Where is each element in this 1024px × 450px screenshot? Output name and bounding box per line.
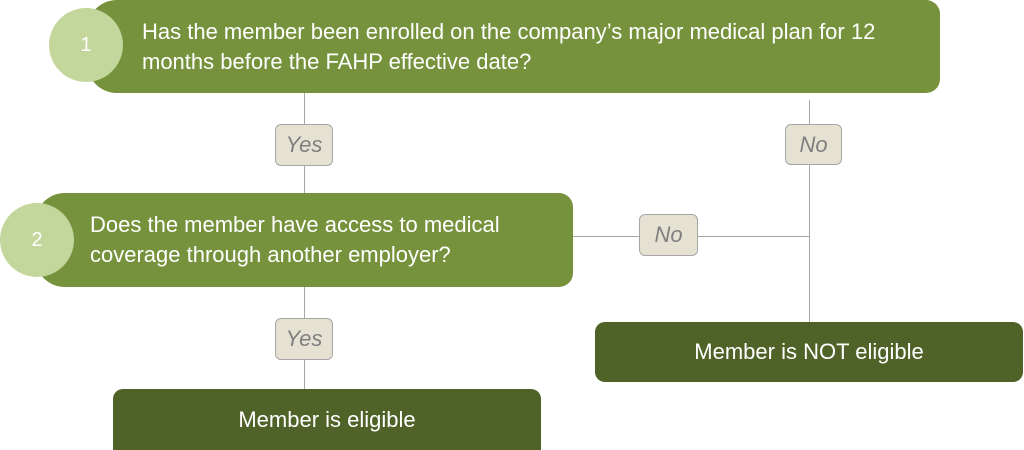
result-eligible: Member is eligible [113, 389, 541, 450]
question-2-text: Does the member have access to medical c… [90, 212, 500, 267]
label-q1-yes: Yes [275, 124, 333, 166]
label-q2-no: No [639, 214, 698, 256]
question-2-box: Does the member have access to medical c… [35, 193, 573, 287]
question-1-number: 1 [49, 8, 123, 82]
label-q2-yes: Yes [275, 318, 333, 360]
question-1-box: Has the member been enrolled on the comp… [87, 0, 940, 93]
connector-q1-no [809, 100, 810, 322]
question-2-number: 2 [0, 203, 74, 277]
label-q1-no: No [785, 124, 842, 165]
question-1-text: Has the member been enrolled on the comp… [142, 18, 876, 74]
result-not-eligible: Member is NOT eligible [595, 322, 1023, 382]
